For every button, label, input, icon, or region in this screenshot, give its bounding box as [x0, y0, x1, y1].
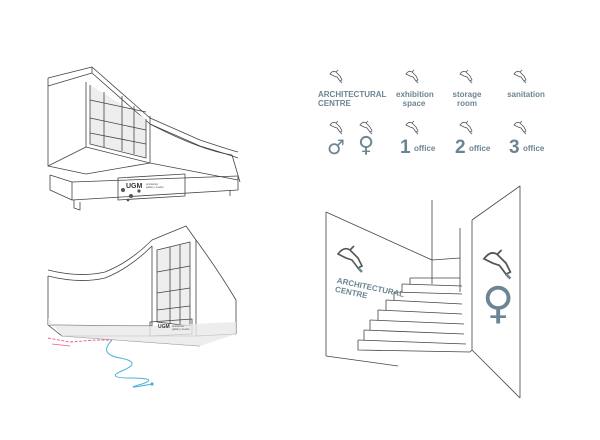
- entrance-sign-logo: UGM: [158, 324, 170, 330]
- bird-icon-storage-room: [459, 69, 473, 84]
- building-sign-logo: UGM: [126, 183, 143, 190]
- legend-storage-room: storage room: [452, 90, 482, 108]
- route-endpoint: [150, 382, 154, 386]
- female-symbol: ♀: [358, 133, 375, 158]
- bird-icon-sanitation: [513, 69, 527, 84]
- route-path-pink-2: [51, 343, 71, 347]
- plaza-surface: [48, 318, 236, 346]
- bird-icon-exhibition-space: [405, 69, 419, 84]
- bird-icon-architectural-centre: [329, 69, 343, 84]
- legend-sanitation: sanitation: [507, 90, 545, 99]
- bird-icon-office-3: [513, 120, 527, 135]
- office-3-number: 3: [509, 137, 520, 158]
- office-1-label: office: [414, 144, 436, 153]
- route-path-blue: [106, 339, 153, 388]
- route-path-pink: [47, 337, 112, 343]
- office-2-number: 2: [455, 137, 466, 158]
- bird-icon-office-2: [459, 120, 473, 135]
- office-1-number: 1: [400, 137, 411, 158]
- stair-scene: [325, 185, 521, 399]
- building-sign-subtitle: arsitektur gallery studio: [146, 182, 164, 189]
- bird-icon-wall-right: [482, 248, 512, 280]
- male-symbol: ♂: [327, 135, 345, 159]
- bird-icon-male: [329, 120, 343, 135]
- legend-architectural-centre: ARCHITECTURAL CENTRE: [318, 90, 387, 108]
- bird-icon-wall-left: [336, 244, 364, 274]
- wall-female-symbol: ♀: [482, 278, 515, 329]
- office-2-label: office: [469, 144, 491, 153]
- legend-exhibition-space: exhibition space: [396, 90, 434, 108]
- office-3-label: office: [523, 144, 545, 153]
- bird-icon-office-1: [405, 120, 419, 135]
- entrance-sign-subtitle: arsitektur gallery studio: [172, 324, 190, 331]
- building-upper-view: [47, 66, 241, 211]
